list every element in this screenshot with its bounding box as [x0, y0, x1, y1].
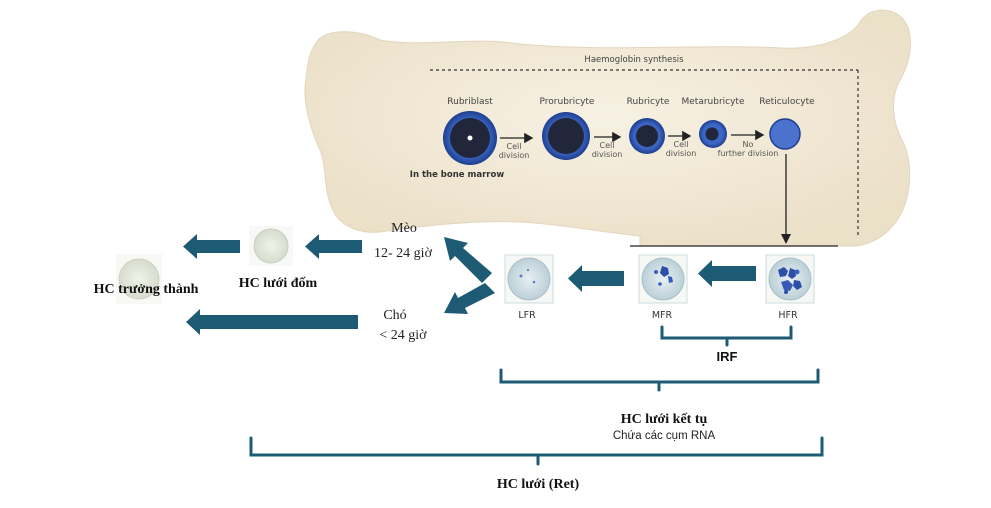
- punctate-smear-image: [249, 226, 293, 266]
- transition-4-line2: further division: [718, 149, 779, 158]
- transition-1-line2: division: [499, 151, 530, 160]
- aggregate-subtitle: Chứa các cụm RNA: [613, 430, 716, 442]
- reticulocyte-label: Reticulocyte: [759, 97, 815, 107]
- dog-time-label: < 24 giờ: [379, 328, 427, 343]
- total-bracket: [249, 436, 824, 457]
- irf-label: IRF: [717, 349, 738, 364]
- dog-label: Chó: [383, 308, 406, 323]
- transition-2-line2: division: [592, 150, 623, 159]
- irf-bracket: [660, 325, 793, 340]
- hfr-label: HFR: [778, 310, 798, 321]
- reticulocyte-down-arrow: [781, 154, 791, 244]
- prorubricyte-cell: [542, 112, 590, 160]
- transition-3-line1: Cell: [674, 140, 689, 149]
- mature-label: HC trưởng thành: [94, 282, 199, 297]
- arrow-punctate-to-mature: [183, 234, 240, 259]
- rubriblast-label: Rubriblast: [447, 97, 493, 107]
- rubricyte-cell: [629, 118, 665, 154]
- cat-time-label: 12- 24 giờ: [374, 246, 433, 261]
- transition-4-line1: No: [743, 140, 754, 149]
- prorubricyte-label: Prorubricyte: [540, 97, 595, 107]
- mfr-label: MFR: [652, 310, 673, 321]
- transition-2-line1: Cell: [600, 141, 615, 150]
- lfr-label: LFR: [518, 310, 536, 321]
- lfr-smear-image: [504, 254, 554, 304]
- bone-marrow-label: In the bone marrow: [410, 170, 505, 180]
- rubricyte-label: Rubricyte: [627, 97, 670, 107]
- mature-smear-image: [116, 254, 162, 304]
- arrow-dog-to-mature: [186, 309, 358, 335]
- aggregate-title: HC lưới kết tụ: [621, 412, 708, 427]
- arrow-lfr-to-cat: [444, 237, 492, 283]
- reticulocyte-cell: [769, 118, 801, 150]
- hfr-smear-image: [765, 254, 815, 304]
- big-arrows: [183, 234, 756, 335]
- arrow-lfr-to-dog: [444, 283, 495, 314]
- mfr-smear-image: [638, 254, 688, 304]
- metarubricyte-cell: [699, 120, 727, 148]
- metarubricyte-label: Metarubricyte: [681, 97, 744, 107]
- rubriblast-cell: [443, 111, 497, 165]
- arrow-mfr-to-lfr: [568, 265, 624, 292]
- aggregate-bracket: [499, 368, 820, 384]
- brackets: [249, 325, 824, 466]
- bone-illustration: [304, 9, 911, 247]
- transition-1-line1: Cell: [507, 142, 522, 151]
- haemoglobin-synthesis-bracket: Haemoglobin synthesis: [430, 55, 859, 238]
- arrow-hfr-to-mfr: [698, 260, 756, 287]
- transition-3-line2: division: [666, 149, 697, 158]
- cat-label: Mèo: [391, 221, 417, 236]
- arrow-cat-to-punctate: [305, 234, 362, 259]
- punctate-label: HC lưới đốm: [239, 276, 318, 291]
- haemoglobin-synthesis-label: Haemoglobin synthesis: [584, 55, 684, 65]
- total-label: HC lưới (Ret): [497, 477, 580, 492]
